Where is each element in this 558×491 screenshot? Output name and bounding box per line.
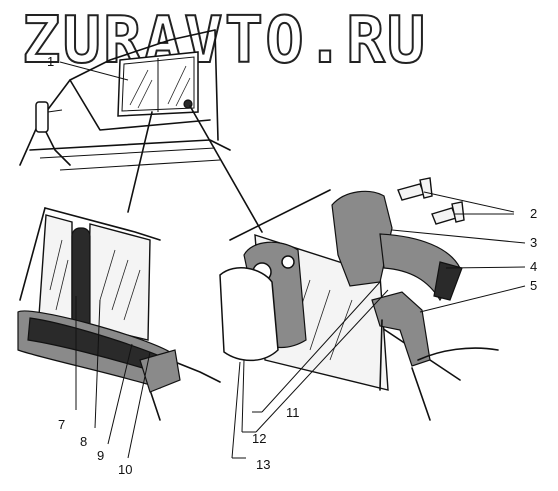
cover-plate [219,267,279,362]
callout-10: 10 [118,462,132,477]
pointer-line-left [127,111,153,213]
callout-3: 3 [530,235,537,250]
watermark-text: ZURAVTO.RU [22,4,427,78]
latch-assembly-detail [219,177,499,421]
callout-9: 9 [97,448,104,463]
leader-lines [59,61,526,459]
mirror-icon [35,101,49,133]
callout-11: 11 [286,405,300,420]
window-seal-detail [17,207,221,421]
frame-profile [371,291,431,367]
callout-labels: 1 2 3 4 5 7 8 9 10 11 12 13 [47,54,537,477]
callout-8: 8 [80,434,87,449]
callout-4: 4 [530,259,537,274]
callout-7: 7 [58,417,65,432]
latch-body [331,190,393,287]
screw-icon [397,177,465,225]
cab-overview [19,29,231,171]
callout-5: 5 [530,278,537,293]
callout-1: 1 [47,54,54,69]
callout-12: 12 [252,431,266,446]
pointer-line-right [189,105,263,233]
callout-13: 13 [256,457,270,472]
callout-2: 2 [530,206,537,221]
